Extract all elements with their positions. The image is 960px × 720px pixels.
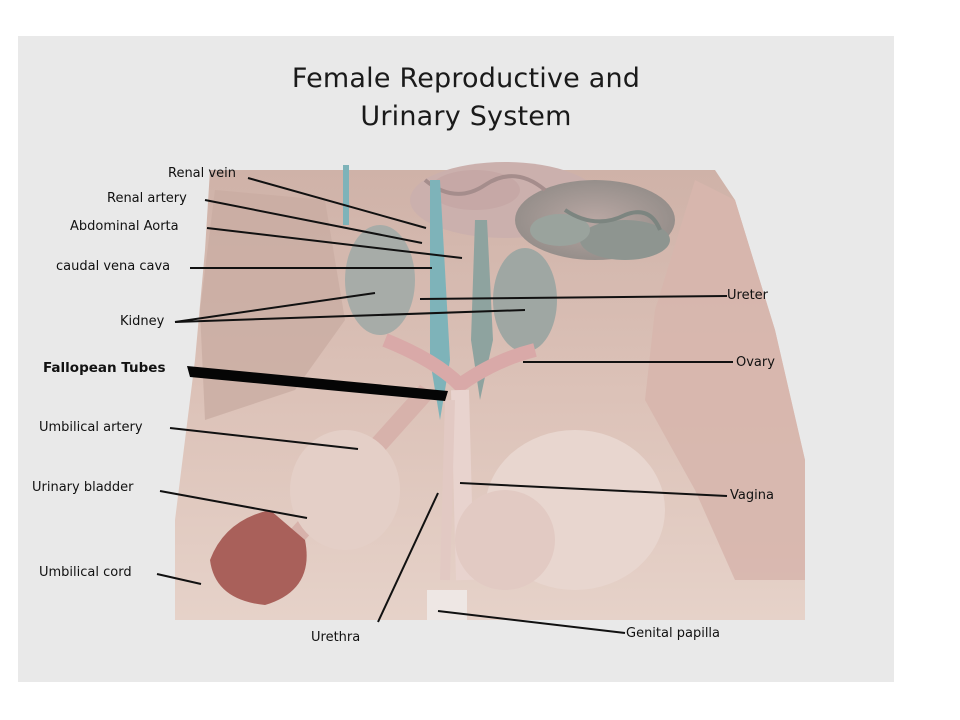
left-kidney-shape: [345, 225, 415, 335]
title-line-2: Urinary System: [360, 101, 572, 132]
right-kidney-shape: [493, 248, 557, 352]
label-urethra: Urethra: [311, 630, 361, 645]
diagram-title: Female Reproductive and Urinary System: [18, 60, 914, 136]
label-caudal-vena-cava: caudal vena cava: [56, 259, 171, 274]
dissection-photo: [175, 162, 805, 620]
intestines-illustration: [410, 162, 675, 260]
label-umbilical-cord: Umbilical cord: [39, 565, 132, 580]
label-vagina: Vagina: [730, 488, 774, 503]
label-abdominal-aorta: Abdominal Aorta: [70, 219, 179, 234]
label-renal-artery: Renal artery: [107, 191, 187, 206]
label-ovary: Ovary: [736, 355, 775, 370]
label-ureter: Ureter: [727, 288, 769, 303]
label-umbilical-artery: Umbilical artery: [39, 420, 143, 435]
title-line-1: Female Reproductive and: [291, 63, 641, 94]
label-kidney: Kidney: [120, 314, 165, 329]
label-genital-papilla: Genital papilla: [626, 626, 721, 641]
umbilical-cord-shape: [210, 510, 307, 605]
label-renal-vein: Renal vein: [168, 166, 236, 181]
label-fallopean-tubes: Fallopean Tubes: [43, 360, 166, 376]
label-urinary-bladder: Urinary bladder: [32, 480, 134, 495]
